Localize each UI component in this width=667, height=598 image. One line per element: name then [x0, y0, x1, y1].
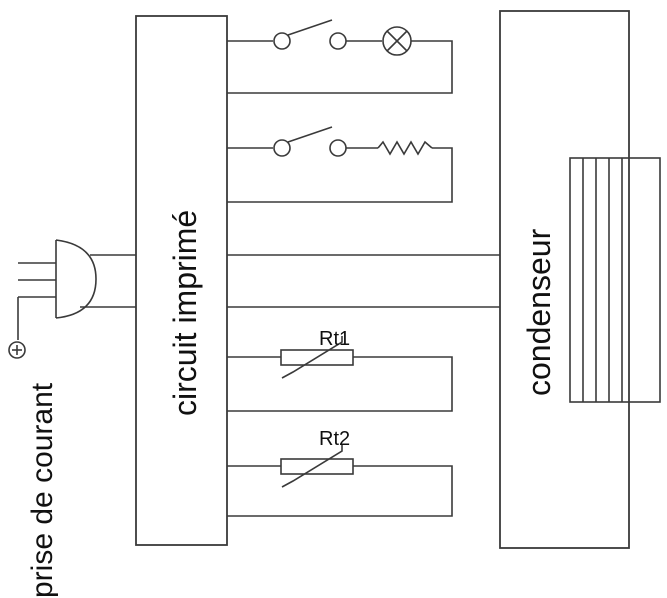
circuit-board-label: circuit imprimé — [167, 210, 203, 416]
lamp-icon — [382, 26, 412, 56]
ground-icon — [8, 341, 26, 359]
condenser-box — [499, 10, 630, 549]
thermistor-rt2-label: Rt2 — [319, 428, 350, 450]
power-plug-label: prise de courant — [26, 382, 59, 598]
thermistor-rt2-branch: Rt2 — [227, 428, 453, 517]
thermistor-rt1-branch: Rt1 — [227, 328, 453, 412]
heater-branch — [227, 126, 453, 203]
circuit-board-box — [135, 15, 228, 546]
resistor-icon — [377, 140, 433, 156]
plug-icon — [17, 239, 97, 340]
thermistor-rt1-label: Rt1 — [319, 328, 350, 350]
condenser-label: condenseur — [521, 228, 557, 396]
switch-icon — [273, 19, 347, 50]
condenser-coil — [569, 157, 661, 403]
switch-icon — [273, 126, 347, 157]
lamp-branch — [227, 19, 453, 94]
